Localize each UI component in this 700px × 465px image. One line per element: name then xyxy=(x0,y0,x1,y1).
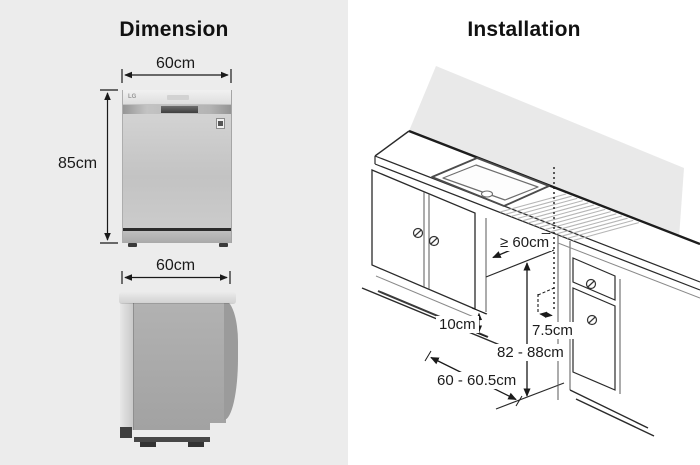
installation-panel: Installation xyxy=(348,0,700,465)
niche-depth-label: 60 - 60.5cm xyxy=(434,372,520,389)
countertop xyxy=(375,131,700,290)
side-bottom-band xyxy=(134,437,210,442)
sink xyxy=(431,157,550,207)
base-plinth xyxy=(123,231,231,243)
lg-logo: LG xyxy=(128,94,137,100)
counter-back-edge xyxy=(408,129,700,246)
side-foot-left xyxy=(140,442,156,447)
annotation-drain-offset xyxy=(537,287,555,318)
side-front-edge xyxy=(120,302,134,430)
counter-front-top xyxy=(374,155,700,283)
installation-diagram xyxy=(361,66,700,437)
side-bottom-step xyxy=(210,423,240,441)
side-door-curve xyxy=(224,300,238,420)
counter-left-edge xyxy=(374,130,410,157)
drawer-knob-icons xyxy=(585,278,598,326)
opening-width-label: ≥ 60cm xyxy=(497,234,553,251)
control-panel: LG xyxy=(123,90,231,105)
kick-line xyxy=(123,228,231,231)
front-height-label: 85cm xyxy=(58,155,98,172)
badge-glyph xyxy=(218,121,223,126)
plinth-height-label: 10cm xyxy=(436,316,479,333)
handle-recess xyxy=(161,106,198,113)
counter-front-bottom xyxy=(374,163,700,291)
dimension-panel: Dimension 60cm 85cm 60cm xyxy=(0,0,348,465)
drain-icon xyxy=(480,190,494,198)
dishwasher-front-view: LG xyxy=(122,90,232,243)
niche-height-label: 82 - 88cm xyxy=(494,344,567,361)
right-cabinet xyxy=(557,236,700,437)
drawer-front xyxy=(572,257,616,301)
dimension-title: Dimension xyxy=(119,18,229,41)
installation-title: Installation xyxy=(467,18,581,41)
cabinet-door-front xyxy=(572,287,616,391)
dishwasher-side-view xyxy=(119,292,240,452)
side-depth-label: 60cm xyxy=(156,257,196,274)
door-handle xyxy=(123,105,231,114)
side-front-notch xyxy=(120,427,132,438)
energy-badge-icon xyxy=(216,118,225,129)
front-foot-left xyxy=(128,243,137,247)
display-window xyxy=(167,95,189,100)
side-foot-right xyxy=(188,442,204,447)
front-width-label: 60cm xyxy=(156,55,196,72)
wall xyxy=(409,66,684,238)
drain-offset-label: 7.5cm xyxy=(529,322,576,339)
side-body xyxy=(134,302,226,430)
front-door xyxy=(123,114,231,228)
front-foot-right xyxy=(219,243,228,247)
side-top-panel xyxy=(119,292,236,303)
counter-underside-edge xyxy=(485,249,555,278)
front-height-arrow xyxy=(100,89,118,244)
cabinet-knob-icons xyxy=(412,227,440,247)
